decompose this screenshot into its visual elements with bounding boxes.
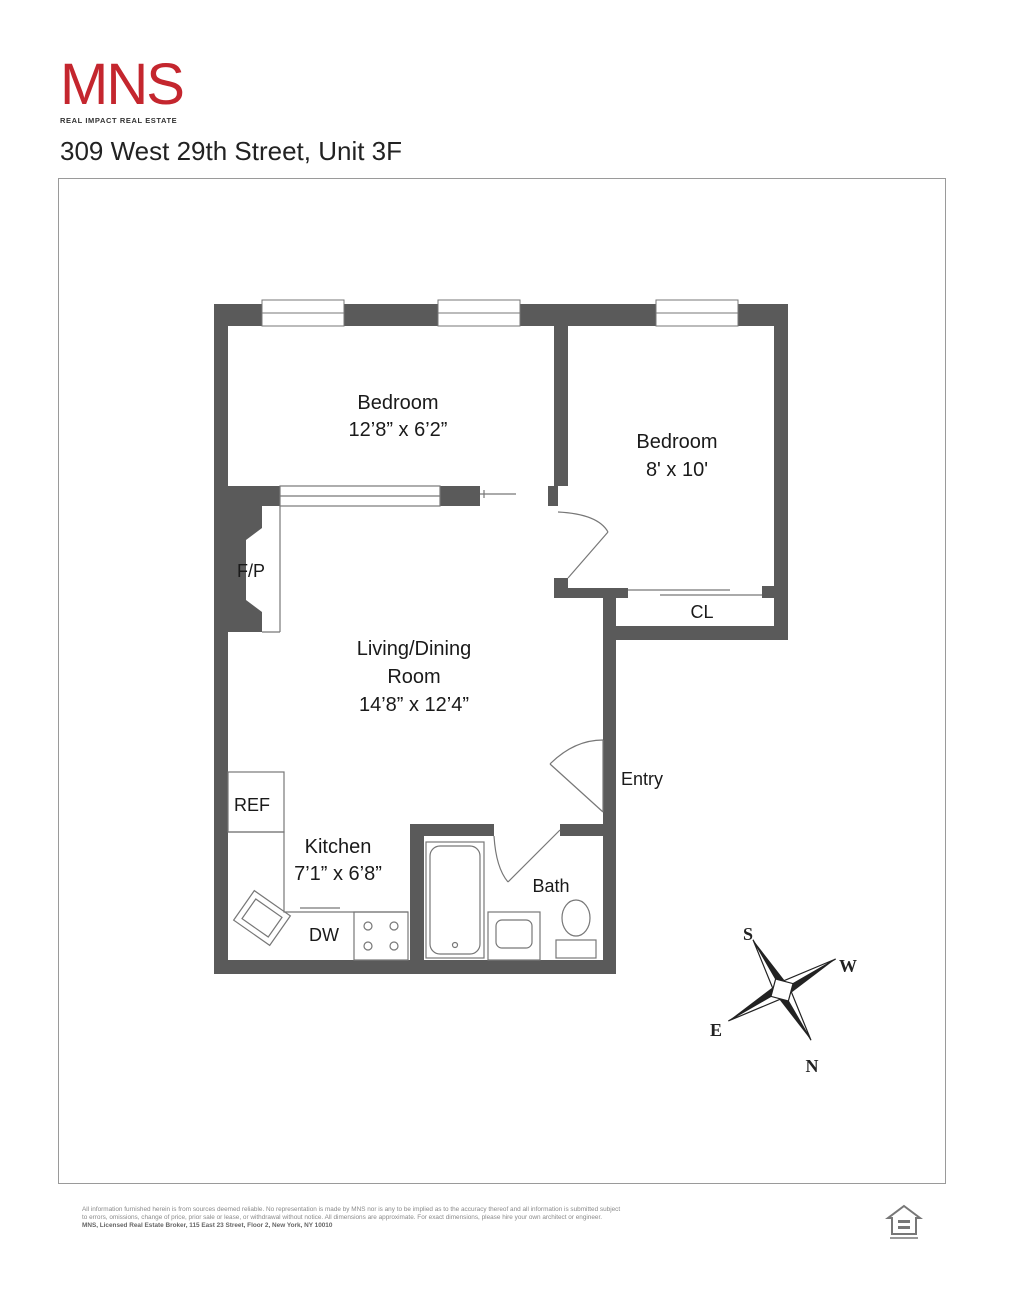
walls (214, 304, 788, 974)
logo-mark: MNS (60, 52, 185, 117)
compass-east-label: E (710, 1020, 722, 1040)
entry-door (549, 739, 604, 813)
compass-north-label: N (806, 1056, 819, 1076)
bedroom1-name: Bedroom (357, 392, 438, 414)
kitchen-sink (232, 889, 292, 947)
bath-name: Bath (532, 876, 569, 896)
entry-name: Entry (621, 769, 663, 789)
refrigerator-name: REF (234, 795, 270, 815)
living-name-line2: Room (387, 666, 440, 688)
bedroom1-door (480, 490, 516, 498)
kitchen-name: Kitchen (305, 836, 372, 858)
disclaimer-line1: All information furnished herein is from… (82, 1206, 621, 1213)
floor-plan-frame (58, 178, 946, 1184)
mns-logo: MNS REAL IMPACT REAL ESTATE (60, 56, 220, 128)
bedroom1-size: 12’8” x 6’2” (349, 419, 448, 441)
disclaimer-broker-line: MNS, Licensed Real Estate Broker, 115 Ea… (82, 1222, 333, 1229)
closet-doors (628, 589, 762, 596)
logo-tagline: REAL IMPACT REAL ESTATE (60, 116, 178, 125)
compass-south-label: S (743, 924, 753, 944)
disclaimer-line2: to errors, omissions, change of price, p… (82, 1214, 603, 1221)
kitchen-size: 7’1” x 6’8” (294, 863, 382, 885)
fireplace-name: F/P (237, 561, 265, 581)
disclaimer: All information furnished herein is from… (82, 1206, 852, 1230)
bathtub (425, 841, 485, 959)
windows (261, 299, 739, 327)
living-size: 14’8” x 12’4” (359, 694, 469, 716)
bath-vanity (487, 911, 541, 961)
property-address: 309 West 29th Street, Unit 3F (60, 136, 403, 166)
bath-door (493, 829, 561, 883)
equal-housing-icon (885, 1204, 923, 1239)
bedroom2-size: 8' x 10' (646, 459, 708, 481)
toilet (555, 899, 597, 959)
dishwasher-name: DW (309, 925, 339, 945)
closet-name: CL (690, 602, 713, 622)
kitchen-counter (228, 831, 409, 961)
compass-west-label: W (839, 956, 857, 976)
living-name-line1: Living/Dining (357, 638, 472, 660)
fireplace-outline (262, 485, 441, 633)
bedroom2-door (557, 511, 609, 579)
compass-rose: S W E N (710, 924, 857, 1076)
bedroom2-name: Bedroom (636, 431, 717, 453)
